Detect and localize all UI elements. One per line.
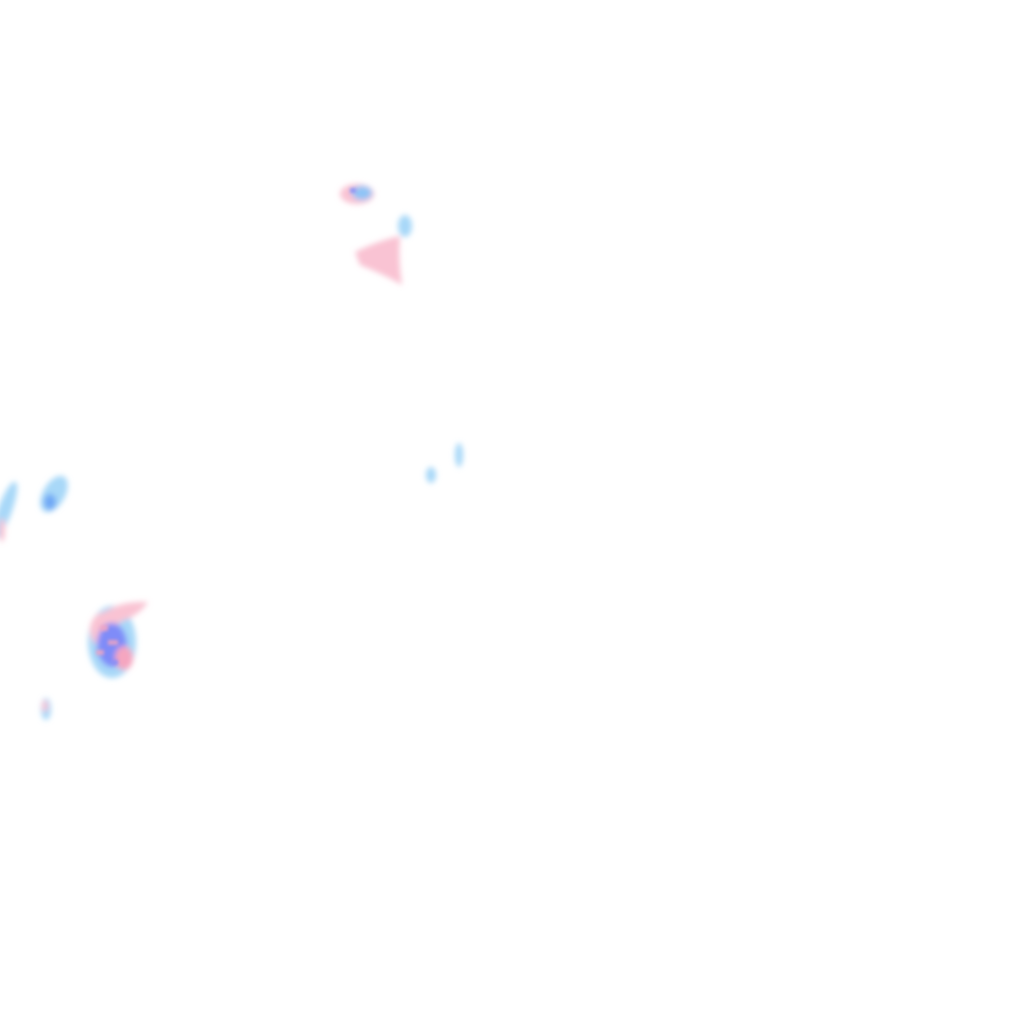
precip-cell-north xyxy=(340,184,412,285)
precip-cell-center xyxy=(426,443,463,483)
precip-mixed-pixels xyxy=(96,188,356,665)
precip-cell-southwest xyxy=(41,601,148,720)
precip-cell-west xyxy=(0,475,68,542)
